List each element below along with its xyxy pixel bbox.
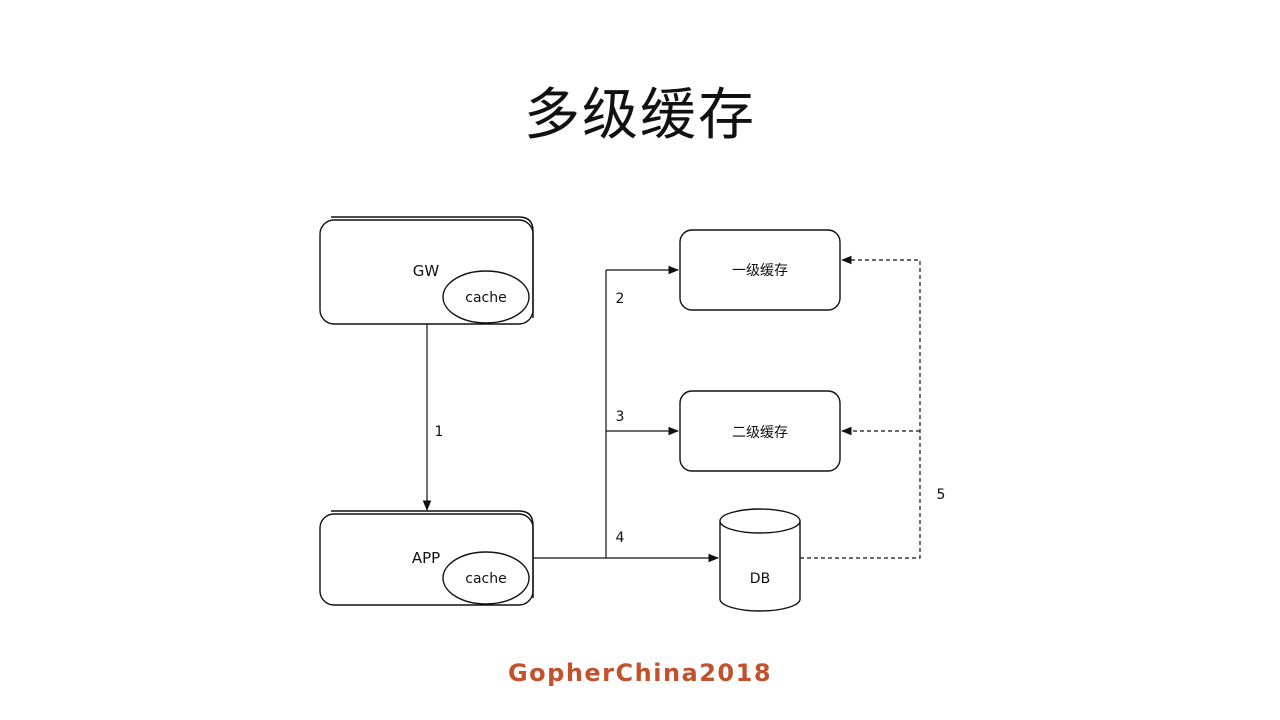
gw-cache-ellipse: [442, 270, 530, 324]
edge-4-label: 4: [616, 530, 625, 546]
edge-1: 1: [422, 324, 444, 512]
footer-brand: GopherChina2018: [507, 659, 773, 687]
l1-cache-node: 一级缓存: [679, 229, 841, 311]
app-cache-ellipse: [442, 551, 530, 605]
edge-5-label: 5: [937, 487, 946, 503]
gw-label: GW: [413, 262, 440, 280]
gw-node: GW cache: [319, 216, 534, 325]
edge-2-label: 2: [616, 291, 625, 307]
app-cache-label: cache: [465, 571, 506, 587]
app-node: APP cache: [319, 510, 534, 606]
app-label: APP: [412, 549, 440, 567]
l2-cache-label: 二级缓存: [732, 425, 788, 441]
edge-4: 4: [533, 530, 720, 563]
edge-1-label: 1: [435, 424, 444, 440]
edge-3: 3: [606, 409, 680, 436]
edge-3-label: 3: [616, 409, 625, 425]
slide-title: 多级缓存: [524, 83, 756, 148]
edge-5: [800, 255, 921, 559]
l1-cache-label: 一级缓存: [732, 263, 788, 279]
db-label: DB: [750, 571, 770, 587]
db-node: DB: [719, 508, 801, 612]
gw-cache-label: cache: [465, 290, 506, 306]
edge-2: 2: [606, 265, 680, 307]
l2-cache-node: 二级缓存: [679, 390, 841, 472]
